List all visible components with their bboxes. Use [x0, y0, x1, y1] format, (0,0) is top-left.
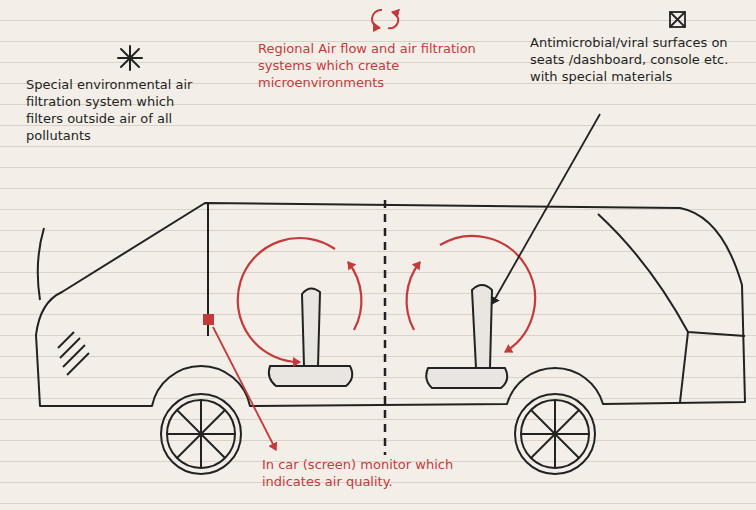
- leader-line: [213, 327, 276, 450]
- annotation-text: In car (screen) monitor which indicates …: [262, 456, 484, 490]
- leader-line: [492, 114, 600, 304]
- airflow-loop: [238, 236, 535, 362]
- annotation-text: Regional Air flow and air filtration sys…: [258, 40, 478, 91]
- asterisk-icon: [118, 46, 142, 70]
- surface-icon: [670, 12, 685, 27]
- air-quality-monitor: [203, 314, 214, 325]
- grille: [58, 332, 89, 375]
- zone-divider: [384, 200, 387, 455]
- airflow-icon: [372, 10, 398, 28]
- seat: [269, 285, 507, 388]
- annotation-text: Antimicrobial/viral surfaces on seats /d…: [530, 34, 748, 85]
- annotation-text: Special environmental air filtration sys…: [26, 76, 214, 144]
- car-outline: [36, 203, 745, 406]
